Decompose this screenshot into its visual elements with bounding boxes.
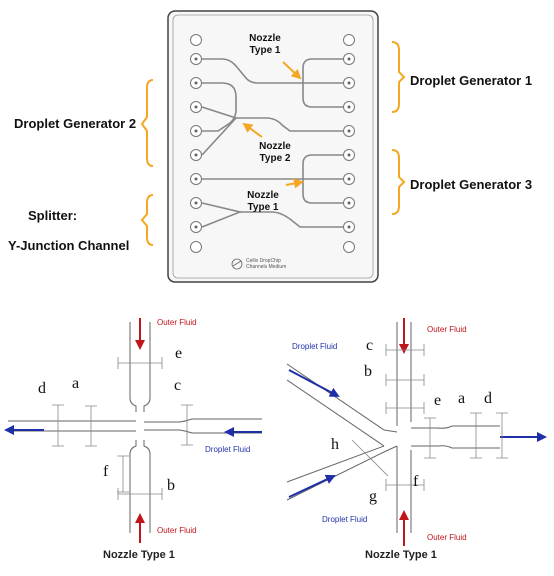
label-droplet-generator-2: Droplet Generator 2 (14, 116, 137, 131)
dim-label-b: b (364, 363, 372, 380)
arrow-droplet-in-bottom (288, 474, 336, 498)
dimension-markers (52, 357, 193, 500)
label-droplet-generator-3: Droplet Generator 3 (410, 177, 533, 192)
dim-label-d: d (484, 390, 492, 407)
bracket-dg1 (391, 41, 406, 113)
label-outer-fluid-bottom: Outer Fluid (157, 526, 197, 535)
dim-label-b: b (167, 477, 175, 494)
chip-logo (231, 258, 243, 270)
callout-line: Nozzle (259, 141, 291, 152)
callout-line: Type 1 (247, 202, 279, 213)
caption-left: Nozzle Type 1 (103, 549, 175, 561)
callout-arrows (242, 61, 304, 189)
right-nozzle-diagram (286, 318, 547, 546)
dim-label-g: g (369, 488, 377, 505)
callout-nozzle-type1-top: Nozzle Type 1 (241, 33, 289, 57)
chip-text-line: Cellix DropChip (246, 258, 281, 264)
label-outer-fluid-top: Outer Fluid (427, 325, 467, 334)
callout-nozzle-type2: Nozzle Type 2 (251, 141, 299, 165)
arrow-droplet-in-top (288, 369, 340, 397)
arrow-nozzle-type1-mid (285, 178, 304, 189)
dim-label-e: e (434, 392, 442, 409)
label-droplet-fluid: Droplet Fluid (205, 445, 251, 454)
label-outer-fluid-bottom: Outer Fluid (427, 533, 467, 542)
dim-label-c: c (174, 377, 182, 394)
dim-label-c: c (366, 337, 374, 354)
callout-line: Type 2 (259, 153, 291, 164)
label-droplet-generator-1: Droplet Generator 1 (410, 73, 533, 88)
label-droplet-fluid-top: Droplet Fluid (292, 342, 338, 351)
left-nozzle-diagram (4, 318, 262, 543)
arrow-nozzle-type1-top (282, 61, 302, 80)
label-y-junction-channel: Y-Junction Channel (8, 238, 130, 253)
dimension-markers (351, 344, 508, 491)
label-droplet-fluid-bottom: Droplet Fluid (322, 515, 368, 524)
chip-channels (201, 58, 343, 228)
dim-label-a: a (72, 375, 80, 392)
chip-logo-text: Cellix DropChip Channels Medium (246, 258, 286, 270)
chip-text-line: Channels Medium (246, 264, 287, 270)
dim-label-e: e (175, 345, 183, 362)
callout-line: Nozzle (249, 33, 281, 44)
dim-label-a: a (458, 390, 466, 407)
arrow-nozzle-type2 (242, 122, 263, 138)
brackets (140, 41, 406, 246)
bracket-dg2 (140, 79, 154, 167)
caption-right: Nozzle Type 1 (365, 549, 437, 561)
callout-nozzle-type1-bottom: Nozzle Type 1 (239, 190, 287, 214)
bracket-dg3 (391, 149, 406, 215)
label-splitter: Splitter: (28, 208, 78, 223)
dim-label-f: f (103, 463, 109, 480)
dim-label-d: d (38, 380, 46, 397)
callout-line: Nozzle (247, 190, 279, 201)
bracket-splitter (140, 194, 154, 246)
microfluidic-chip (167, 10, 379, 283)
callout-line: Type 1 (249, 45, 281, 56)
dim-label-f: f (413, 473, 419, 490)
label-outer-fluid-top: Outer Fluid (157, 318, 197, 327)
dim-label-h: h (331, 436, 339, 453)
